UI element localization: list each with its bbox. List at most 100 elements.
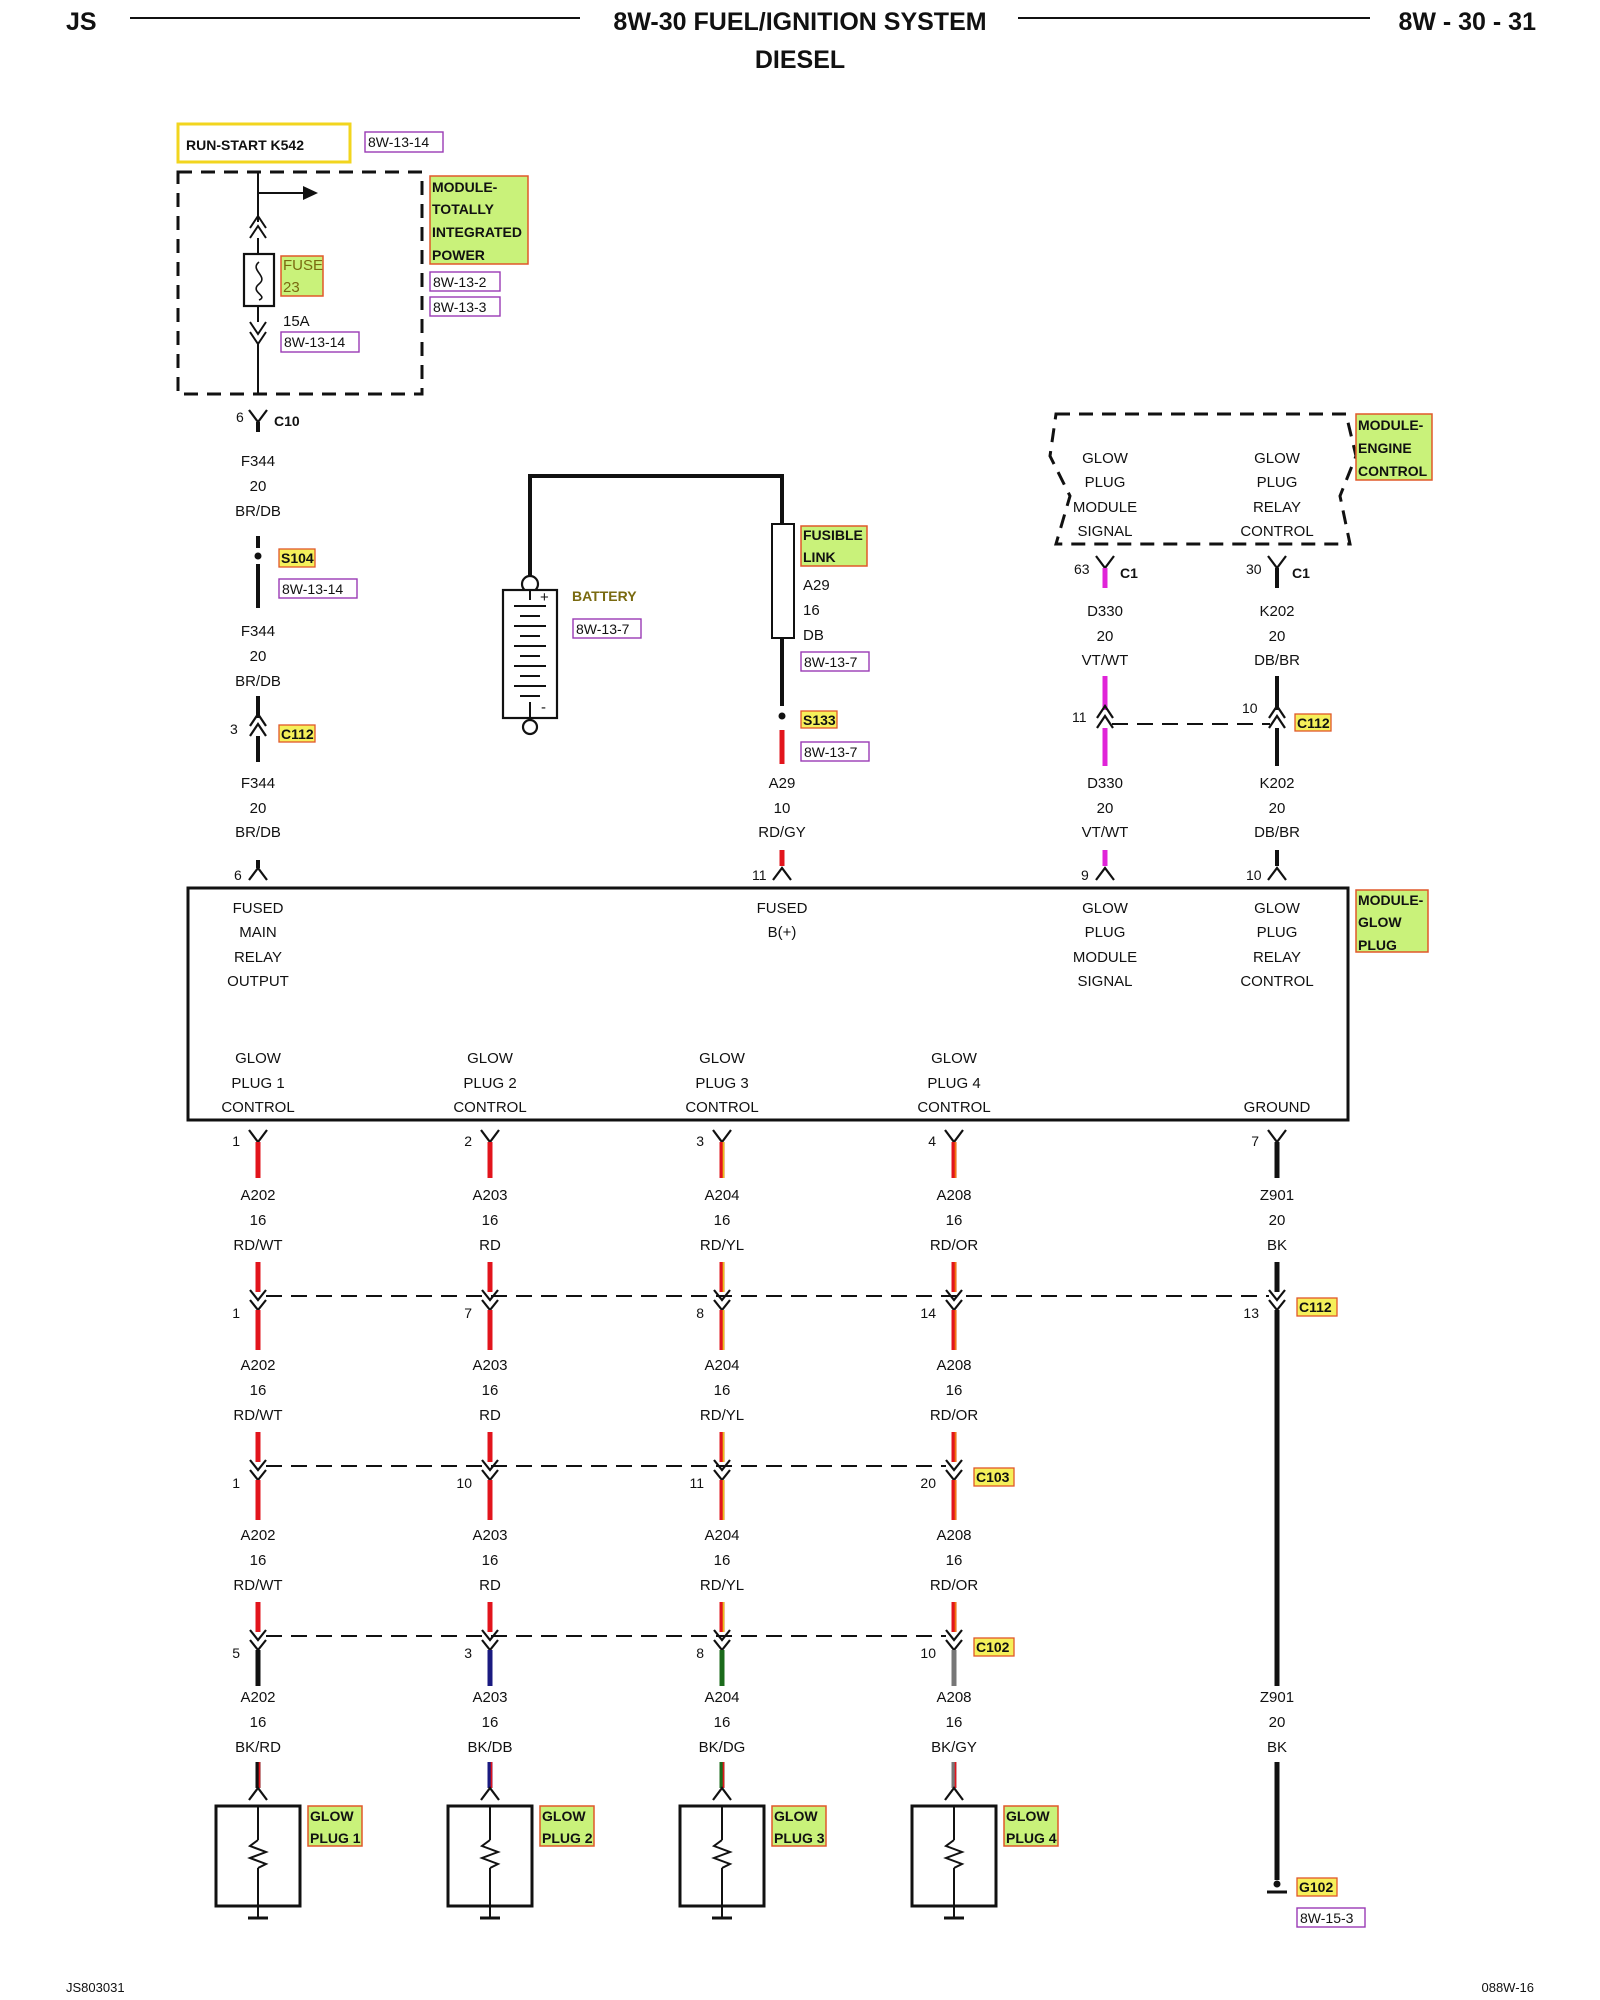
gp2-wire-d-label-2: BK/DB bbox=[467, 1739, 512, 1756]
gp3-wire-c-label-0: A204 bbox=[704, 1527, 739, 1544]
gp1-plug-label-2: PLUG 1 bbox=[310, 1830, 361, 1846]
gp1-heating-element bbox=[247, 1839, 269, 1869]
gp2-wire-a-label-0: A203 bbox=[472, 1187, 507, 1204]
gp4-c103-connector bbox=[945, 1459, 963, 1482]
gp3-c112-connector bbox=[713, 1289, 731, 1312]
battery-label: BATTERY bbox=[572, 588, 637, 604]
f344-seg2-color: BR/DB bbox=[235, 673, 281, 690]
gpm-gp1-1: GLOW bbox=[235, 1050, 282, 1067]
ecm-sig2-3: RELAY bbox=[1253, 499, 1301, 516]
fuse-ref: 8W-13-14 bbox=[284, 334, 345, 350]
g102-label-box bbox=[1296, 1877, 1338, 1897]
page-footer: JS803031 088W-16 bbox=[66, 1980, 1534, 1995]
gpm-line-3: PLUG bbox=[1358, 937, 1397, 953]
c10-label: C10 bbox=[274, 413, 300, 429]
gp2-plug-connector bbox=[480, 1786, 500, 1801]
gp1-wire-d-label-1: 16 bbox=[250, 1714, 267, 1731]
gpm-gp2-3: CONTROL bbox=[453, 1099, 526, 1116]
gpm-gp1-2: PLUG 1 bbox=[231, 1075, 284, 1092]
g102-ref: 8W-15-3 bbox=[1300, 1910, 1354, 1926]
run-start-block: RUN-START K542 8W-13-14 bbox=[176, 122, 444, 164]
gp3-wire-d-label-1: 16 bbox=[714, 1714, 731, 1731]
gp2-c103-connector bbox=[481, 1459, 499, 1482]
a29-id: A29 bbox=[803, 577, 830, 594]
battery-circuit: + - BATTERY 8W-13-7 FUSIBLE LINK A29 16 … bbox=[501, 474, 870, 883]
gpm-signal-4: SIGNAL bbox=[1077, 973, 1132, 990]
gpm-fused-main-3: RELAY bbox=[234, 949, 282, 966]
page-title: 8W-30 FUEL/IGNITION SYSTEM bbox=[613, 8, 986, 36]
gp2-c112-pin: 7 bbox=[464, 1305, 472, 1321]
c112-pin-f344: 3 bbox=[230, 721, 238, 737]
page-number: 8W - 30 - 31 bbox=[1398, 8, 1536, 36]
run-start-label: RUN-START K542 bbox=[186, 137, 304, 153]
gp4-wire-a-label-1: 16 bbox=[946, 1212, 963, 1229]
c10-pin: 6 bbox=[236, 409, 244, 425]
gp1-wire-b-label-0: A202 bbox=[240, 1357, 275, 1374]
gpm-gp3-1: GLOW bbox=[699, 1050, 746, 1067]
gp4-wire-d-label-0: A208 bbox=[936, 1689, 971, 1706]
ecm-line-3: CONTROL bbox=[1358, 463, 1428, 479]
fuse-rating: 15A bbox=[283, 313, 310, 330]
fusible-line-2: LINK bbox=[803, 549, 836, 565]
f344-seg3-id: F344 bbox=[241, 775, 275, 792]
battery-ref: 8W-13-7 bbox=[576, 621, 630, 637]
f344-seg1-gauge: 20 bbox=[250, 478, 267, 495]
gp2-wire-c-label-1: 16 bbox=[482, 1552, 499, 1569]
ecm-line-2: ENGINE bbox=[1358, 440, 1412, 456]
gp1-wire-c-label-0: A202 bbox=[240, 1527, 275, 1544]
c102-label: C102 bbox=[976, 1639, 1010, 1655]
gp1-out-connector bbox=[248, 1129, 268, 1144]
g102-dot bbox=[1273, 1880, 1281, 1888]
gp1-plug-label-box bbox=[307, 1805, 363, 1847]
gpm-signal-3: MODULE bbox=[1073, 949, 1137, 966]
battery-symbol bbox=[501, 588, 559, 720]
z901-wire-a-label-2: BK bbox=[1267, 1237, 1287, 1254]
tipm-label: MODULE- TOTALLY INTEGRATED POWER 8W-13-2… bbox=[429, 175, 529, 317]
gp4-c103-pin: 20 bbox=[920, 1475, 936, 1491]
gp1-plug-label-1: GLOW bbox=[310, 1808, 354, 1824]
c112-pin-10: 10 bbox=[1242, 700, 1258, 716]
gp4-plug-connector bbox=[944, 1786, 964, 1801]
gp4-wire-a-label-0: A208 bbox=[936, 1187, 971, 1204]
header-left: JS bbox=[66, 8, 97, 36]
z901-wire-b-label-0: Z901 bbox=[1260, 1689, 1294, 1706]
a29b-id: A29 bbox=[769, 775, 796, 792]
ecm-c1-right: C1 bbox=[1292, 565, 1310, 581]
gp1-wire-b-label-1: 16 bbox=[250, 1382, 267, 1399]
k202b-id: K202 bbox=[1259, 775, 1294, 792]
gp3-out-pin: 3 bbox=[696, 1133, 704, 1149]
c103-label: C103 bbox=[976, 1469, 1010, 1485]
d330b-color: VT/WT bbox=[1082, 824, 1129, 841]
gp3-wire-b-label-0: A204 bbox=[704, 1357, 739, 1374]
a29b-color: RD/GY bbox=[758, 824, 806, 841]
gpm-pin-6: 6 bbox=[234, 867, 242, 883]
gp4-wire-a-label-2: RD/OR bbox=[930, 1237, 979, 1254]
gp3-plug-label-2: PLUG 3 bbox=[774, 1830, 825, 1846]
gp3-out-connector bbox=[712, 1129, 732, 1144]
gp4-plug-label-1: GLOW bbox=[1006, 1808, 1050, 1824]
splice-s133-ref: 8W-13-7 bbox=[804, 744, 858, 760]
gp4-wire-c-label-2: RD/OR bbox=[930, 1577, 979, 1594]
d330a-color: VT/WT bbox=[1082, 652, 1129, 669]
splice-s133-dot bbox=[778, 712, 786, 720]
gp2-wire-d-label-1: 16 bbox=[482, 1714, 499, 1731]
gp4-wire-c-label-1: 16 bbox=[946, 1552, 963, 1569]
gp4-wire-c-label-0: A208 bbox=[936, 1527, 971, 1544]
c102-label-box bbox=[973, 1637, 1015, 1657]
fuse-label-1: FUSE bbox=[283, 257, 323, 274]
tipm-line-1: MODULE- bbox=[432, 179, 498, 195]
gp4-heating-element bbox=[943, 1839, 965, 1869]
gp1-wire-c-label-2: RD/WT bbox=[233, 1577, 282, 1594]
tipm-module: FUSE 23 15A 8W-13-14 bbox=[176, 170, 424, 396]
c112-label-lower-box bbox=[1296, 1297, 1338, 1317]
k202a-color: DB/BR bbox=[1254, 652, 1300, 669]
gp4-c102-connector bbox=[945, 1629, 963, 1652]
ecm-c1-left: C1 bbox=[1120, 565, 1138, 581]
gp2-wire-a-label-2: RD bbox=[479, 1237, 501, 1254]
ecm-sig1-2: PLUG bbox=[1085, 474, 1126, 491]
gp1-out-pin: 1 bbox=[232, 1133, 240, 1149]
gpm-gp3-2: PLUG 3 bbox=[695, 1075, 748, 1092]
gpm-fused-b-1: FUSED bbox=[757, 900, 808, 917]
gpm-fused-main-2: MAIN bbox=[239, 924, 277, 941]
c112-label-right: C112 bbox=[1297, 715, 1330, 731]
